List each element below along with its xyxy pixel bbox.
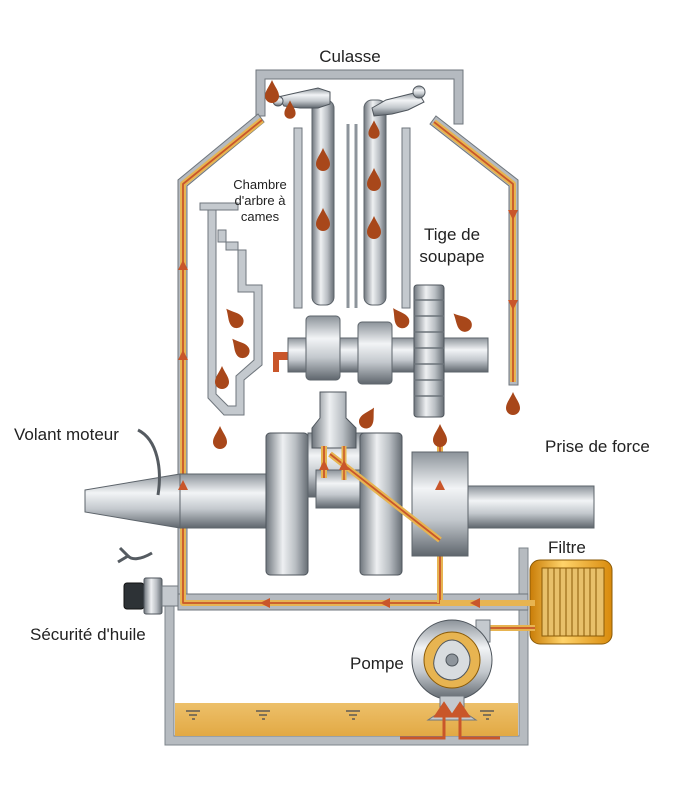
- flow-arrows: [178, 210, 518, 608]
- pump-intake-arrows: [400, 701, 500, 740]
- label-tige-1: Tige de: [424, 225, 480, 244]
- rocker-arms: [272, 85, 426, 117]
- label-chambre-2: d'arbre à: [235, 193, 287, 208]
- label-filtre: Filtre: [548, 538, 586, 557]
- cam-gear: [413, 284, 445, 418]
- labels: Culasse Chambre d'arbre à cames Tige de …: [14, 47, 650, 673]
- oil-surface-marks: [186, 710, 494, 720]
- flywheel-rotation-arrow: [117, 428, 161, 564]
- oil-safety-switch: [123, 577, 179, 615]
- label-pompe: Pompe: [350, 654, 404, 673]
- push-rods: [293, 99, 411, 309]
- label-tige-2: soupape: [419, 247, 484, 266]
- camshaft-chamber: [199, 202, 300, 416]
- crankshaft: [84, 391, 595, 576]
- label-culasse: Culasse: [319, 47, 380, 66]
- label-chambre-1: Chambre: [233, 177, 286, 192]
- oil-filter: [529, 559, 613, 645]
- pto-shaft: [467, 485, 595, 529]
- connecting-rod: [311, 391, 357, 449]
- label-volant-moteur: Volant moteur: [14, 425, 119, 444]
- label-securite-huile: Sécurité d'huile: [30, 625, 146, 644]
- label-chambre-3: cames: [241, 209, 280, 224]
- flywheel-cone: [84, 473, 181, 529]
- camshaft: [287, 284, 489, 418]
- label-prise-de-force: Prise de force: [545, 437, 650, 456]
- filter-to-gallery-line: [440, 600, 535, 631]
